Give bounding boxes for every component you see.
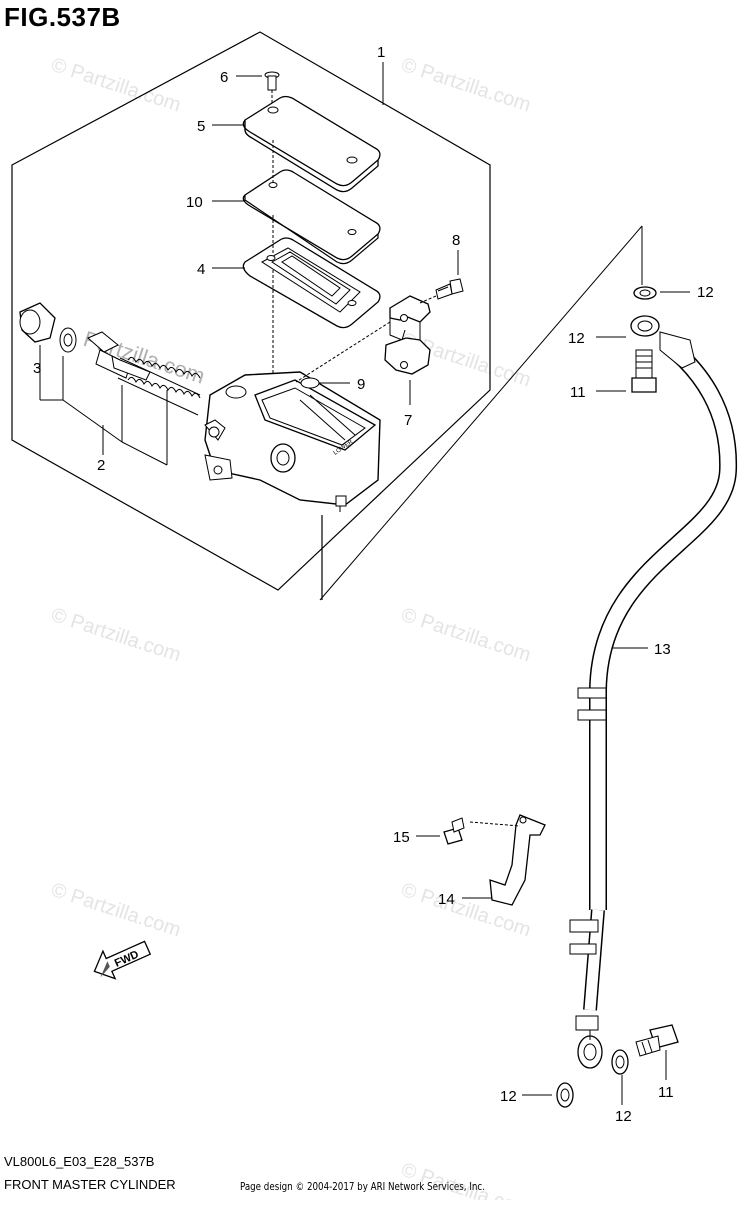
callout-6: 6 bbox=[220, 69, 228, 86]
callout-leaders bbox=[212, 62, 690, 1105]
assembly-outline bbox=[11, 31, 491, 591]
watermark-text: © Partzilla.com bbox=[48, 54, 183, 117]
hose-bracket-part bbox=[469, 814, 546, 906]
piston-kit-part bbox=[59, 327, 201, 416]
callout-15: 15 bbox=[393, 829, 410, 846]
callout-9: 9 bbox=[357, 376, 365, 393]
watermark-text: © Partzilla.com bbox=[48, 604, 183, 667]
boot-part bbox=[300, 377, 332, 389]
watermark-text: © Partzilla.com bbox=[48, 879, 183, 942]
callout-13: 13 bbox=[654, 641, 671, 658]
callout-10: 10 bbox=[186, 194, 203, 211]
bolt-part bbox=[443, 817, 465, 845]
watermark-text: © Partzilla.com bbox=[398, 54, 533, 117]
callout-12: 12 bbox=[500, 1088, 517, 1105]
callout-2: 2 bbox=[97, 457, 105, 474]
callout-4: 4 bbox=[197, 261, 205, 278]
diaphragm-part bbox=[242, 215, 381, 395]
callout-11: 11 bbox=[658, 1084, 674, 1101]
forward-arrow-icon: FWD bbox=[93, 940, 152, 980]
master-cylinder-body-part: LOWER bbox=[204, 371, 381, 512]
callout-labels: 1 6 5 10 4 8 3 9 7 2 12 12 11 13 15 14 1… bbox=[33, 44, 714, 1125]
brake-hose-part bbox=[569, 315, 738, 1069]
clamp-part bbox=[295, 295, 431, 383]
watermark-text: © Partzilla.com bbox=[398, 604, 533, 667]
callout-11: 11 bbox=[570, 384, 586, 401]
callout-3: 3 bbox=[33, 360, 41, 377]
callout-7: 7 bbox=[404, 412, 412, 429]
union-bolt-part bbox=[631, 349, 657, 393]
diaphragm-plate-part bbox=[242, 140, 381, 265]
union-bolt-part bbox=[635, 1024, 679, 1057]
washer-part bbox=[611, 1049, 629, 1075]
callout-5: 5 bbox=[197, 118, 205, 135]
leader-group bbox=[39, 345, 168, 466]
figure-subtitle: FRONT MASTER CYLINDER bbox=[4, 1177, 176, 1192]
washer-part bbox=[633, 286, 657, 300]
callout-12: 12 bbox=[615, 1108, 632, 1125]
leader-line bbox=[319, 225, 643, 601]
bolt-part bbox=[419, 278, 464, 304]
callout-12: 12 bbox=[568, 330, 585, 347]
figure-title: FIG.537B bbox=[4, 2, 121, 32]
fwd-label: FWD bbox=[113, 949, 141, 970]
copyright-footer: Page design © 2004-2017 by ARI Network S… bbox=[240, 1180, 485, 1193]
callout-1: 1 bbox=[377, 44, 385, 61]
model-code: VL800L6_E03_E28_537B bbox=[4, 1154, 155, 1169]
reservoir-cap-part bbox=[242, 95, 381, 193]
dust-boot-part bbox=[19, 302, 56, 343]
callout-8: 8 bbox=[452, 232, 460, 249]
washer-part bbox=[556, 1082, 574, 1108]
callout-14: 14 bbox=[438, 891, 455, 908]
callout-12: 12 bbox=[697, 284, 714, 301]
